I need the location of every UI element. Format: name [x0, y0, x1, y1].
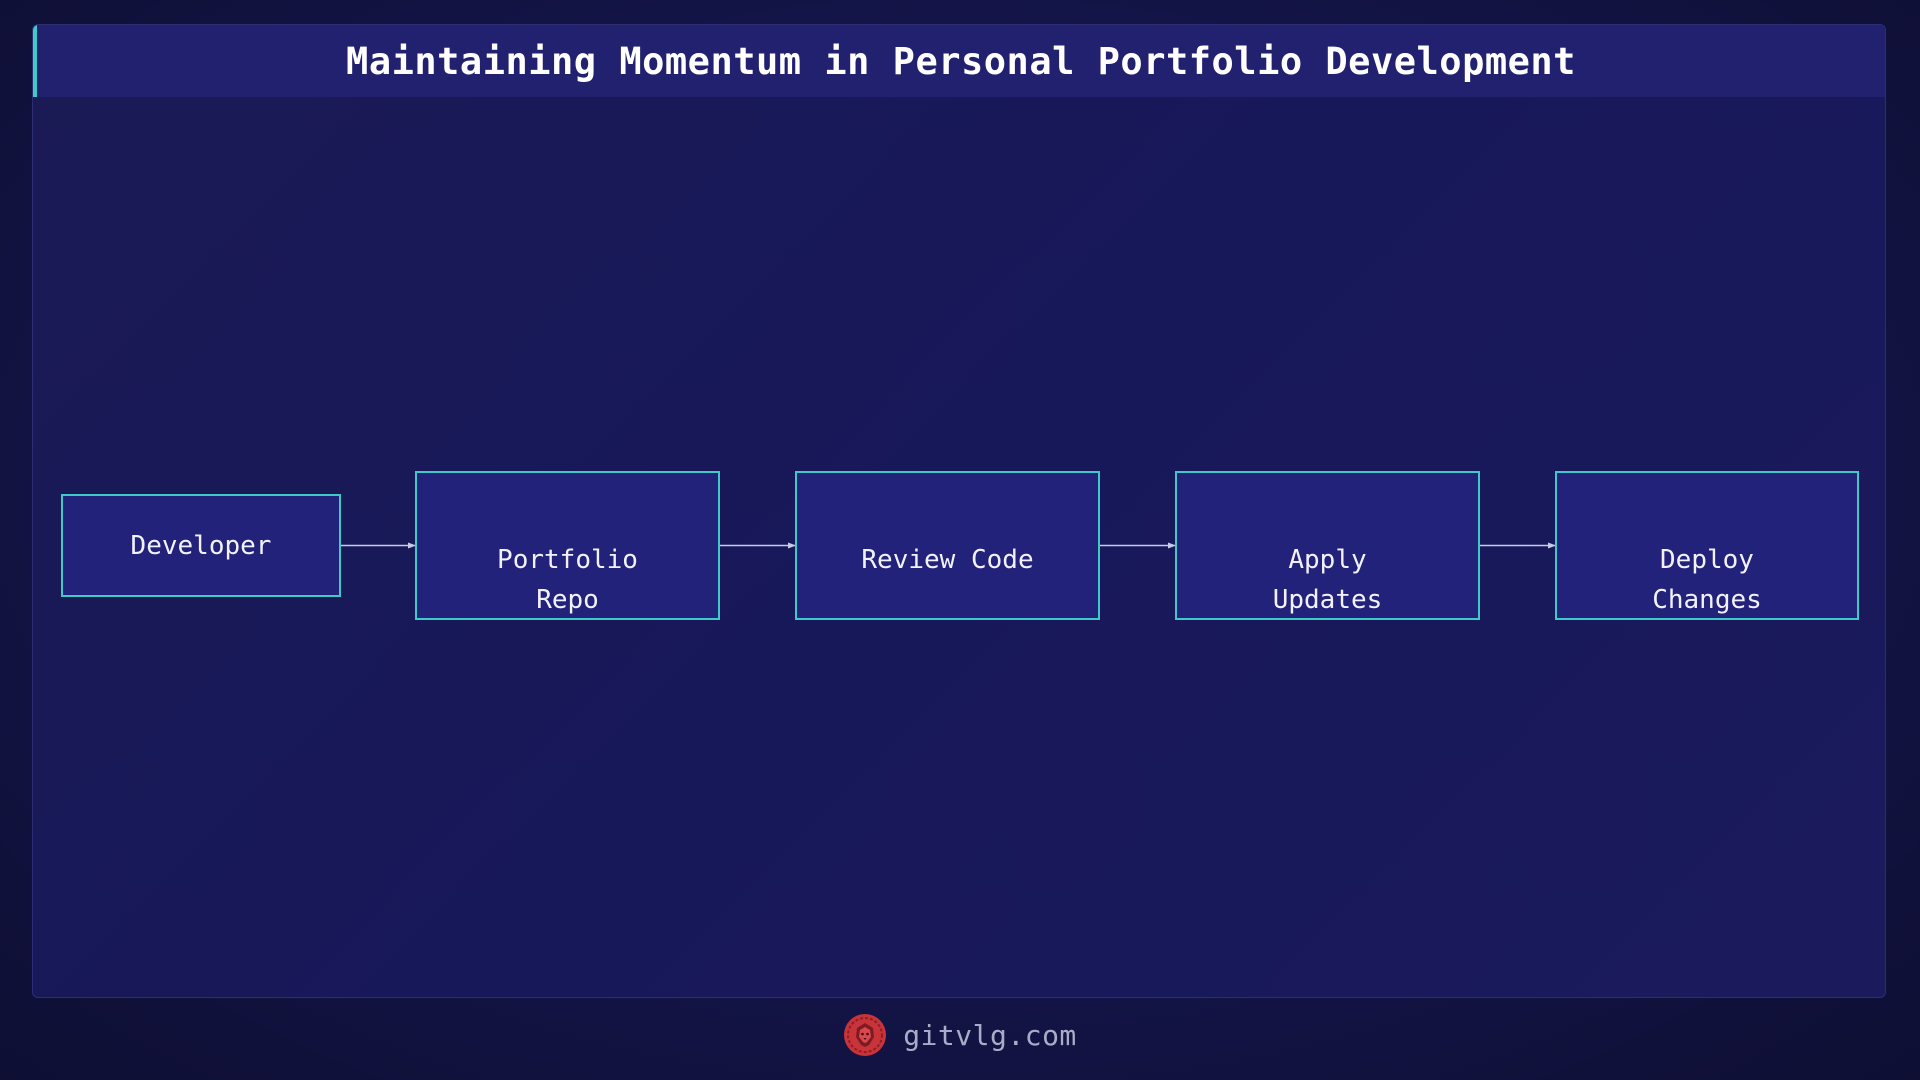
footer-site-url[interactable]: gitvlg.com: [903, 1018, 1077, 1052]
node-deploy-changes-label: Deploy Changes: [1652, 545, 1762, 615]
node-apply-updates-label: Apply Updates: [1272, 545, 1383, 615]
title-bar: Maintaining Momentum in Personal Portfol…: [33, 25, 1885, 97]
footer: gitvlg.com: [0, 1010, 1920, 1060]
page-title: Maintaining Momentum in Personal Portfol…: [346, 39, 1576, 83]
node-developer-label: Developer: [130, 530, 272, 561]
node-review-code: Review Code: [795, 471, 1100, 620]
node-portfolio-repo-label: Portfolio Repo: [497, 545, 638, 615]
node-portfolio-repo: Portfolio Repo: [415, 471, 720, 620]
node-deploy-changes: Deploy Changes: [1555, 471, 1859, 620]
node-apply-updates: Apply Updates: [1175, 471, 1480, 620]
node-developer: Developer: [61, 494, 341, 597]
lion-head-icon: [844, 1014, 887, 1056]
node-review-code-label: Review Code: [861, 545, 1034, 575]
